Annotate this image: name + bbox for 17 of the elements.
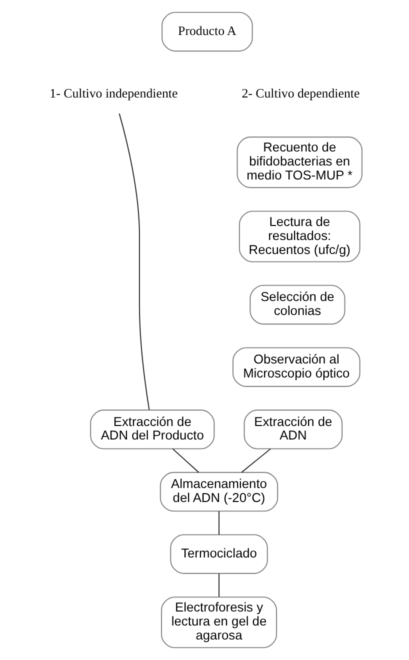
node-box: Extracción de ADN <box>244 410 343 450</box>
node-box: Termociclado <box>170 534 268 574</box>
node-box: Lectura de resultados: Recuentos (ufc/g) <box>238 210 360 262</box>
label: 2- Cultivo dependiente <box>242 86 360 100</box>
node-box: Recuento de bifidobacterias en medio TOS-MUP * <box>236 136 362 188</box>
node-text: 1- Cultivo independiente <box>50 86 178 100</box>
connector <box>118 113 150 410</box>
connector <box>172 448 200 473</box>
node-box: Observación al Microscopio óptico <box>232 347 360 387</box>
connector <box>218 511 220 535</box>
node-box: Producto A <box>162 12 253 52</box>
node-box: Selección de colonias <box>250 284 346 325</box>
node-box: Extracción de ADN del Producto <box>90 410 215 450</box>
connector <box>241 448 271 473</box>
node-box: Almacenamiento del ADN (-20°C) <box>160 472 278 512</box>
node-box: Electroforesis y lectura en gel de agarosa <box>160 596 278 648</box>
connector <box>218 574 220 597</box>
